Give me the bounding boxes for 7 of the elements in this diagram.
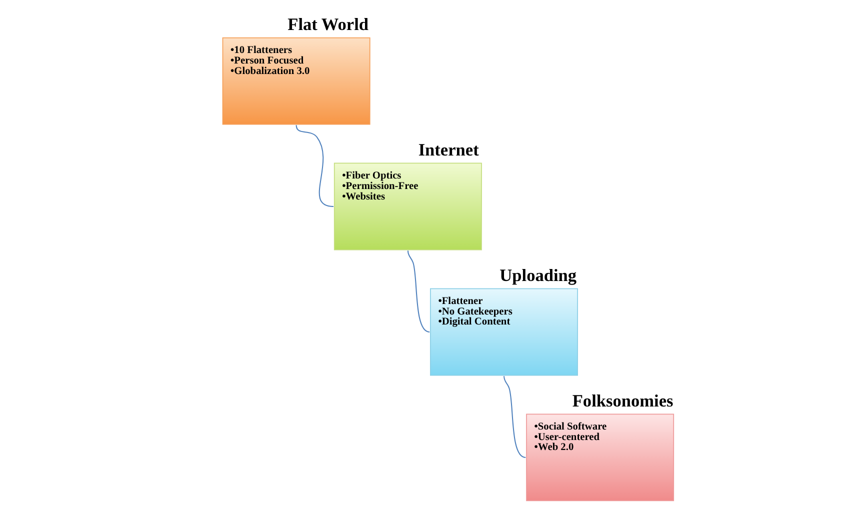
node-label: Uploading xyxy=(500,266,577,285)
connector xyxy=(296,125,334,208)
node-label: Internet xyxy=(418,140,479,160)
node-label: Folksonomies xyxy=(572,391,674,410)
connector xyxy=(503,376,526,458)
connector xyxy=(407,250,430,332)
node-label: Flat World xyxy=(288,14,369,34)
